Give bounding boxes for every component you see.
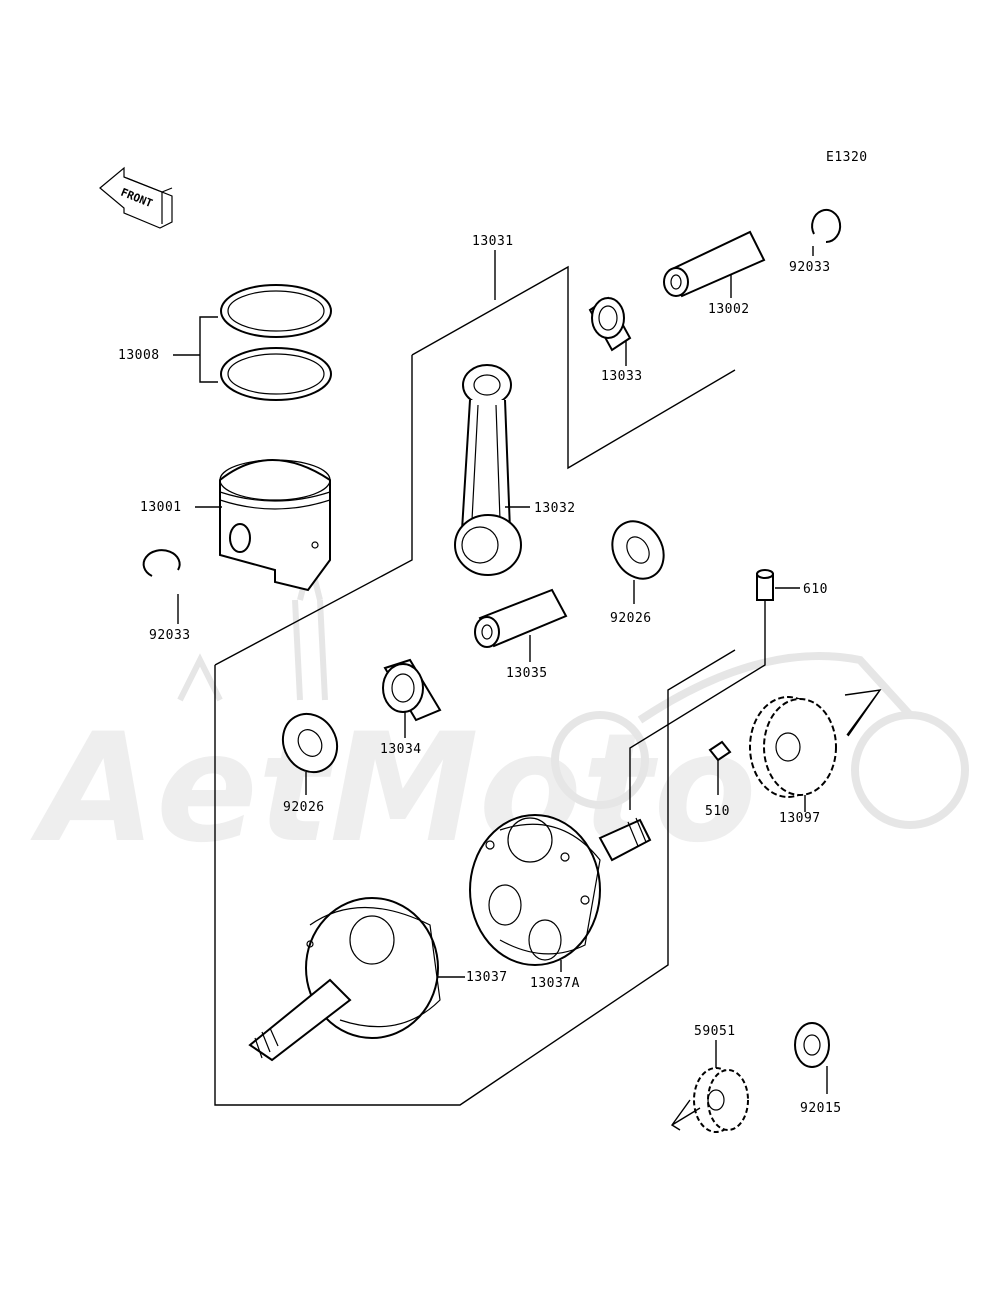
watermark: AetMoto xyxy=(30,559,969,876)
thrust-washer-lower xyxy=(281,712,339,774)
label-13037: 13037 xyxy=(466,970,508,985)
label-13033: 13033 xyxy=(601,369,643,384)
label-13037A: 13037A xyxy=(530,976,580,991)
label-59051: 59051 xyxy=(694,1024,736,1039)
label-92033-left: 92033 xyxy=(149,628,191,643)
crankshaft-right xyxy=(469,814,652,966)
label-510: 510 xyxy=(705,804,730,819)
label-92033-right: 92033 xyxy=(789,260,831,275)
label-13034: 13034 xyxy=(380,742,422,757)
primary-gear xyxy=(749,696,837,798)
thrust-washer-upper xyxy=(611,520,665,580)
piston-rings xyxy=(220,284,332,401)
label-13031: 13031 xyxy=(472,234,514,249)
watermark-text: AetMoto xyxy=(30,702,757,876)
connecting-rod xyxy=(454,364,522,576)
label-13008: 13008 xyxy=(118,348,160,363)
diagram-code: E1320 xyxy=(826,150,868,165)
needle-bearing-large xyxy=(382,658,442,722)
conrod-kit-boundary xyxy=(214,265,736,1106)
needle-bearing-small xyxy=(588,296,632,352)
label-92015: 92015 xyxy=(800,1101,842,1116)
label-92026-upper: 92026 xyxy=(610,611,652,626)
front-arrow-icon: FRONT xyxy=(99,166,173,229)
label-13035: 13035 xyxy=(506,666,548,681)
woodruff-key xyxy=(708,740,732,762)
label-13001: 13001 xyxy=(140,500,182,515)
label-13032: 13032 xyxy=(534,501,576,516)
circlip-right xyxy=(811,209,842,244)
circlip-left xyxy=(142,549,181,577)
label-13002: 13002 xyxy=(708,302,750,317)
crank-pin xyxy=(474,588,568,648)
piston-pin xyxy=(663,230,766,298)
label-610: 610 xyxy=(803,582,828,597)
label-92026-lower: 92026 xyxy=(283,800,325,815)
front-label: FRONT xyxy=(119,186,155,211)
crankshaft-left xyxy=(248,897,441,1062)
label-13097: 13097 xyxy=(779,811,821,826)
crank-nut xyxy=(794,1022,830,1068)
small-gear xyxy=(693,1067,749,1133)
pin xyxy=(756,569,774,601)
piston xyxy=(219,459,331,592)
